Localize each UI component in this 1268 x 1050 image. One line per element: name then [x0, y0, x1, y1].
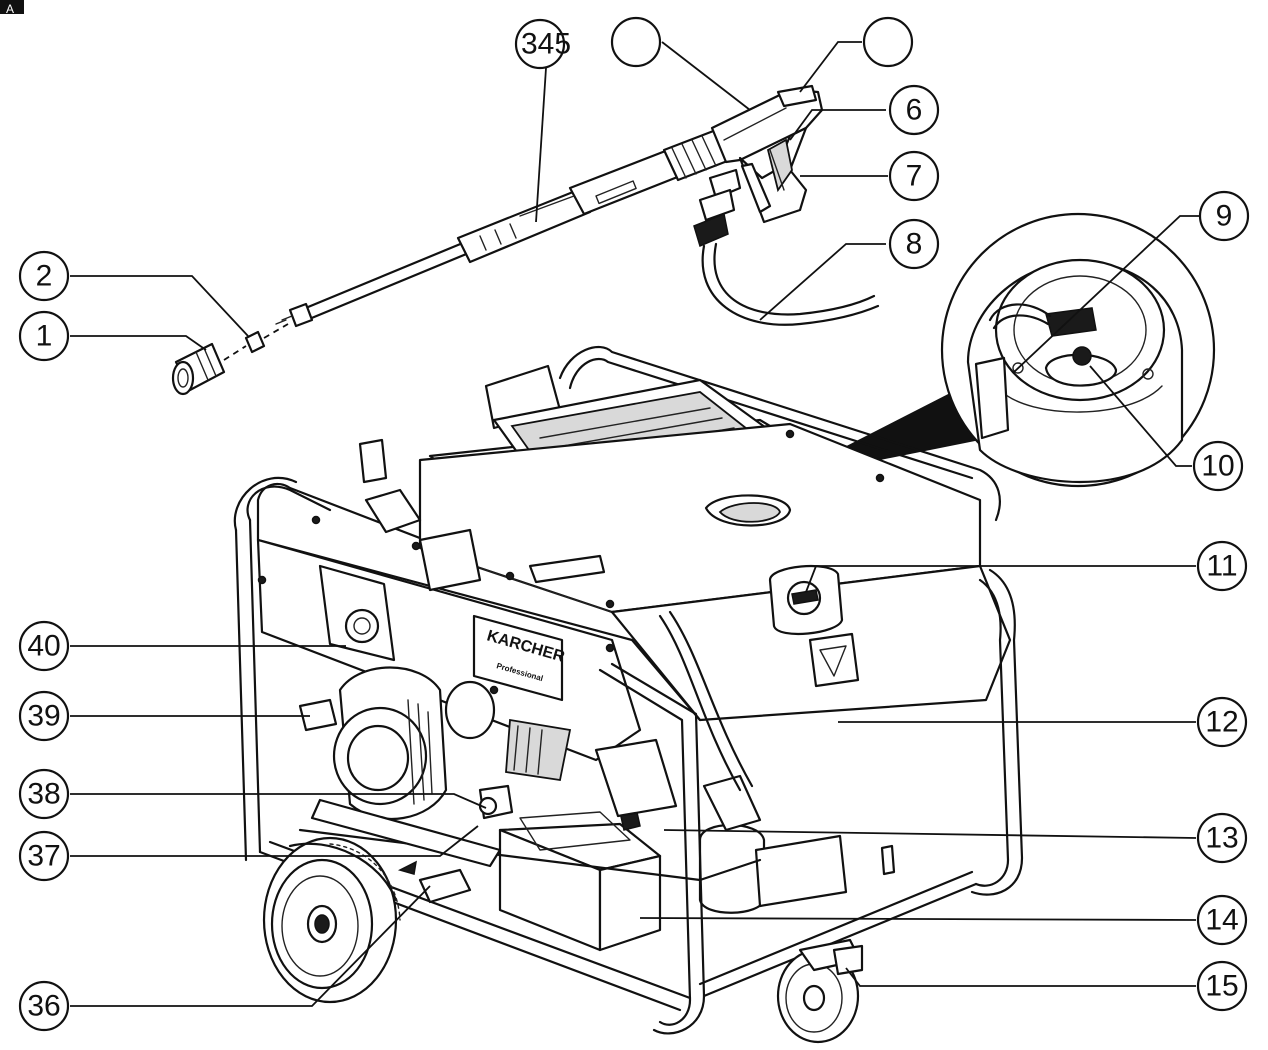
callout-6: 6 — [888, 84, 940, 136]
wheel-left — [262, 836, 401, 1004]
callout-10: 10 — [1192, 440, 1244, 492]
callout-13: 13 — [1196, 812, 1248, 864]
callout-36-label: 36 — [27, 990, 60, 1023]
callout-14: 14 — [1196, 894, 1248, 946]
spray-lance — [275, 84, 880, 328]
callout-7: 7 — [888, 150, 940, 202]
callout-40: 40 — [18, 620, 70, 672]
callout-10-label: 10 — [1201, 450, 1234, 483]
machine: KARCHER Professional — [233, 346, 1024, 1035]
callout-12-label: 12 — [1205, 706, 1238, 739]
callout-11-label: 11 — [1206, 550, 1237, 583]
callout-40-label: 40 — [27, 630, 60, 663]
callout-15: 15 — [1196, 960, 1248, 1012]
nozzle-parts — [171, 323, 289, 396]
callout-6-label: 6 — [906, 94, 923, 127]
callout-37-label: 37 — [27, 840, 60, 873]
callout-8: 8 — [888, 218, 940, 270]
callout-2: 2 — [18, 250, 70, 302]
callout-39: 39 — [18, 690, 70, 742]
callout-37: 37 — [18, 830, 70, 882]
callout-7-label: 7 — [906, 160, 923, 193]
callout-39-label: 39 — [27, 700, 60, 733]
callout-11: 11 — [1196, 540, 1248, 592]
callout-9-label: 9 — [1216, 200, 1233, 233]
callout-12: 12 — [1196, 696, 1248, 748]
wheel-right — [776, 938, 864, 1044]
callout-8-label: 8 — [906, 228, 923, 261]
callout-1-label: 1 — [36, 320, 53, 353]
callout-blank-a — [610, 16, 662, 68]
corner-marker: A — [0, 0, 24, 16]
callout-1: 1 — [18, 310, 70, 362]
callout-14-label: 14 — [1205, 904, 1238, 937]
callout-blank-b — [862, 16, 914, 68]
callout-38: 38 — [18, 768, 70, 820]
callout-9: 9 — [1198, 190, 1250, 242]
leader-lines — [70, 41, 1200, 1007]
corner-marker-text: A — [6, 2, 14, 16]
callout-345-label: 345 — [521, 28, 571, 61]
callout-345: 345 — [514, 18, 571, 70]
callout-2-label: 2 — [36, 260, 53, 293]
callout-15-label: 15 — [1205, 970, 1238, 1003]
callout-36: 36 — [18, 980, 70, 1032]
callout-38-label: 38 — [27, 778, 60, 811]
callout-13-label: 13 — [1205, 822, 1238, 855]
